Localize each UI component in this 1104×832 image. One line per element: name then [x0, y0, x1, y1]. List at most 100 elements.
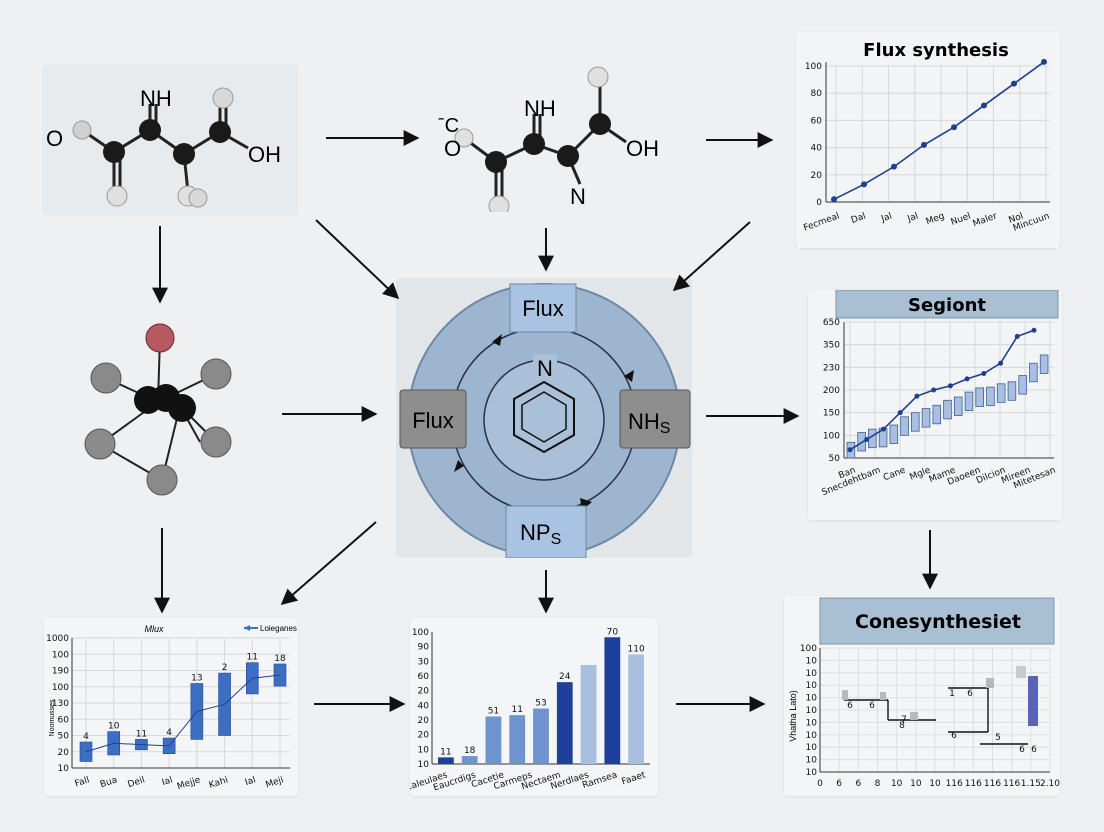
carbon-atom	[485, 151, 507, 173]
chart-title: Segiont	[908, 295, 986, 316]
y-tick-label: 20	[418, 716, 430, 726]
bar	[900, 416, 909, 436]
chart-title: Mlux	[144, 624, 164, 634]
x-tick-label: 116	[965, 779, 982, 789]
y-tick-label: 10	[806, 706, 818, 716]
x-tick-label: Bua	[99, 775, 119, 790]
x-tick-label: Fall	[74, 775, 91, 789]
mlux-chart: Mlux Loieganes Noomusses 102050601301001…	[46, 624, 297, 792]
y-tick-label: 10	[806, 669, 818, 679]
bar	[921, 408, 931, 428]
bar	[485, 716, 502, 764]
marker-box	[1016, 666, 1026, 678]
data-point	[864, 436, 870, 442]
y-tick-label: 100	[52, 650, 69, 660]
x-tick-label: Ial	[244, 775, 257, 788]
carbon-atom	[173, 143, 195, 165]
y-tick-label: 0	[816, 198, 822, 208]
c-label: ˉC	[438, 115, 459, 137]
x-tick-label: 10	[910, 779, 922, 789]
data-point	[914, 393, 920, 399]
gray-atom	[200, 426, 232, 458]
step-label: 6	[967, 689, 973, 699]
y-tick-label: 60	[418, 672, 430, 682]
x-tick-label: 1.15	[1021, 779, 1041, 789]
value-label: 70	[607, 627, 619, 637]
data-point	[998, 360, 1004, 366]
bar	[889, 424, 899, 444]
bar	[1029, 362, 1038, 383]
hydrogen-atom	[72, 120, 92, 140]
data-point	[1041, 58, 1047, 65]
y-tick-label: 350	[823, 341, 840, 351]
y-tick-label: 90	[418, 643, 430, 653]
y-tick-label: 100	[823, 431, 840, 441]
n-label-bg	[533, 354, 557, 380]
bar	[273, 663, 287, 687]
marker-box	[842, 690, 848, 700]
x-tick-label: Nuel	[950, 211, 973, 227]
value-label: 13	[191, 674, 202, 684]
bar	[964, 391, 974, 412]
conesynthesiet-chart: Conesynthesiet Vhatha Lato) 100101010101…	[788, 597, 1060, 789]
bar	[461, 756, 478, 764]
x-tick-label: 116	[984, 779, 1001, 789]
y-axis-label: Noomusses	[49, 699, 56, 736]
hydrogen-atom	[454, 128, 474, 148]
bar	[975, 387, 984, 407]
chart-title: Flux synthesis	[863, 40, 1009, 61]
gray-atom	[200, 358, 232, 390]
value-label: 18	[464, 746, 476, 756]
data-point	[981, 102, 987, 109]
x-tick-label: Kahi	[208, 775, 230, 791]
title-band	[819, 597, 1055, 645]
step-label: 8	[899, 721, 905, 731]
bar	[556, 682, 573, 764]
x-tick-label: Meji	[264, 775, 285, 790]
value-label: 4	[166, 728, 172, 738]
data-point	[897, 410, 903, 416]
molecule-1: NH O OH	[46, 86, 281, 208]
x-tick-label: 6	[836, 779, 842, 789]
legend-label: Loieganes	[260, 624, 297, 633]
bar	[932, 404, 942, 425]
bar	[996, 383, 1006, 403]
node-flux-top-label: Flux	[522, 296, 564, 321]
bar	[943, 399, 952, 420]
data-point	[880, 426, 886, 432]
series-line	[833, 61, 1045, 200]
ring-n-label: N	[537, 356, 553, 381]
y-tick-label: 30	[418, 657, 430, 667]
y-tick-label: 1000	[46, 634, 69, 644]
marker-box	[910, 712, 918, 720]
data-point	[1014, 333, 1020, 339]
o-label: O	[444, 136, 461, 161]
y-tick-label: 10	[806, 768, 818, 778]
y-tick-label: 60	[811, 116, 823, 126]
series-line	[85, 674, 281, 753]
node-nh-right	[619, 389, 691, 449]
chart-title: Conesynthesiet	[855, 611, 1021, 633]
molecule-3	[84, 323, 232, 496]
data-point	[831, 196, 837, 203]
x-tick-label: Maler	[972, 211, 999, 229]
x-tick-label: 2.10	[1040, 779, 1060, 789]
hydrogen-atom	[106, 185, 128, 207]
step-label: 6	[1019, 745, 1025, 755]
arrow-cycle-to-mlux	[280, 521, 377, 606]
value-label: 110	[628, 644, 645, 654]
y-tick-label: 10	[806, 656, 818, 666]
central-cycle-panel: N Flux Flux NHS NPS	[396, 278, 692, 558]
y-tick-label: 10	[806, 718, 818, 728]
data-point	[891, 163, 897, 170]
y-tick-label: 200	[823, 386, 840, 396]
value-label: 18	[274, 654, 286, 664]
molecule-2: ˉC O NH OH N	[438, 66, 659, 212]
molecule-1-panel: NH O OH	[42, 64, 298, 216]
value-label: 4	[83, 732, 89, 742]
